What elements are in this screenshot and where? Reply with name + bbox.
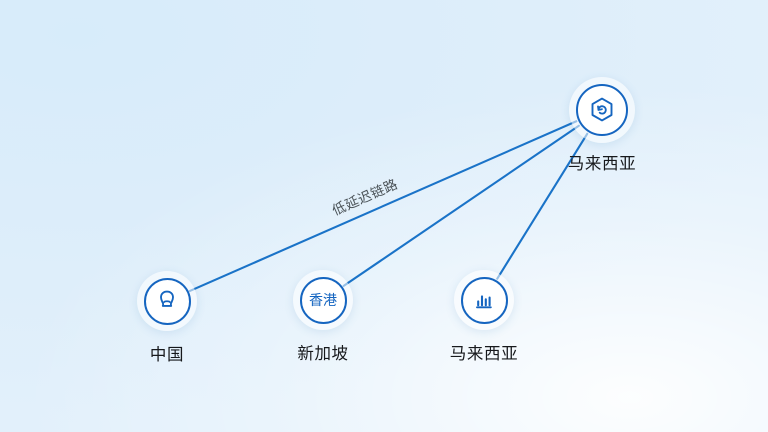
region-text-icon: 香港 [309, 292, 337, 308]
node-disc: 香港 [293, 270, 353, 330]
cloud-node-icon [160, 290, 174, 307]
node-label: 新加坡 [297, 345, 349, 363]
node-disc [454, 270, 514, 330]
node-disc [137, 271, 197, 331]
node-label: 马来西亚 [567, 155, 637, 173]
link-malaysia-hub [496, 132, 589, 280]
node-label: 马来西亚 [449, 345, 519, 363]
node-inner [143, 277, 191, 325]
node-label: 中国 [149, 346, 185, 364]
link-china-hub [188, 120, 578, 293]
link-singapore-hub [342, 124, 580, 287]
bar-chart-icon [476, 295, 492, 309]
hexagon-sync-icon [591, 97, 613, 122]
node-inner: 香港 [299, 276, 347, 324]
node-disc [569, 77, 635, 143]
node-inner [460, 276, 508, 324]
node-inner [576, 84, 628, 136]
